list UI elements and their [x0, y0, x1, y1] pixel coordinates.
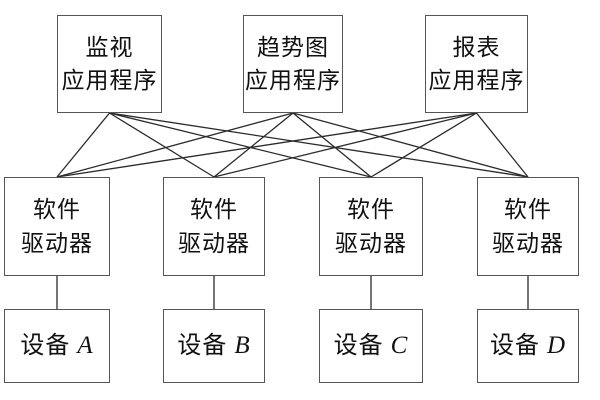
device-letter: A — [77, 331, 94, 359]
node-label-line: 软件 — [190, 197, 238, 223]
node-label-line: 应用程序 — [428, 68, 525, 93]
device-label-prefix: 设备 — [333, 332, 384, 359]
node-software-driver-3: 软件 驱动器 — [319, 177, 423, 276]
device-label-prefix: 设备 — [177, 332, 228, 359]
device-letter: C — [390, 331, 409, 359]
device-letter: B — [234, 331, 251, 359]
node-label-line: 应用程序 — [61, 68, 158, 93]
node-label-line: 驱动器 — [335, 230, 407, 256]
node-label-line: 趋势图 — [257, 34, 329, 60]
device-label-prefix: 设备 — [489, 332, 540, 359]
node-label-line: 监视 — [85, 34, 134, 60]
node-trend-chart-application: 趋势图 应用程序 — [243, 15, 343, 113]
device-label-prefix: 设备 — [20, 332, 71, 359]
node-device-a: 设备 A — [4, 309, 110, 383]
node-label-line: 软件 — [504, 197, 552, 223]
node-label-line: 报表 — [452, 34, 501, 60]
node-label-line: 软件 — [33, 197, 81, 223]
node-device-c: 设备 C — [319, 309, 423, 383]
node-report-application: 报表 应用程序 — [425, 15, 528, 113]
node-software-driver-2: 软件 驱动器 — [163, 177, 265, 276]
node-label-line: 驱动器 — [492, 230, 564, 256]
node-device-d: 设备 D — [477, 309, 579, 383]
node-monitor-application: 监视 应用程序 — [57, 15, 162, 113]
node-label-line: 软件 — [347, 197, 395, 223]
node-label-line: 应用程序 — [245, 68, 341, 93]
node-software-driver-4: 软件 驱动器 — [477, 177, 579, 276]
device-letter: D — [546, 331, 567, 359]
node-software-driver-1: 软件 驱动器 — [4, 177, 110, 276]
node-label-line: 驱动器 — [21, 230, 93, 256]
node-device-b: 设备 B — [163, 309, 265, 383]
node-label-line: 驱动器 — [178, 230, 250, 256]
